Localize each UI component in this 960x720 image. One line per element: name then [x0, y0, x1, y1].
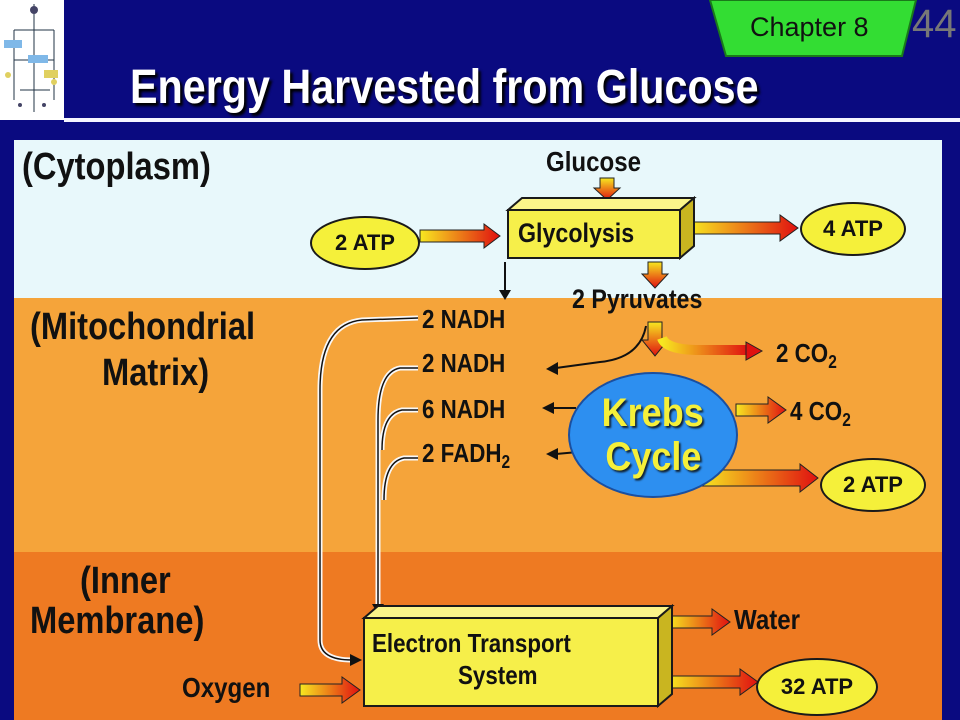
matrix-label-line2: Matrix) [102, 352, 210, 394]
arrow-ets-atp [667, 668, 759, 696]
ets-label-line1: Electron Transport [372, 628, 571, 658]
connector-fadh [381, 455, 418, 501]
arrow-pyruvates-co2 [657, 335, 748, 355]
krebs-line2: Cycle [604, 435, 702, 479]
chapter-tab: Chapter 8 [706, 0, 920, 58]
arrow-oxygen-ets [299, 676, 361, 704]
membrane-label-line1: (Inner [80, 560, 171, 602]
pathway-diagram-icon [0, 0, 64, 120]
co2-krebs-subscript: 2 [842, 410, 851, 431]
page-title: Energy Harvested from Glucose [130, 61, 759, 114]
atp-krebs-oval: 2 ATP [820, 458, 926, 512]
arrow-ets-water [667, 608, 731, 636]
atp-glycolysis-label: 4 ATP [823, 216, 883, 241]
oxygen-label: Oxygen [182, 672, 271, 703]
ets-label-line2: System [458, 660, 538, 690]
nadh-6-label: 6 NADH [422, 394, 506, 424]
glycolysis-label: Glycolysis [518, 218, 635, 248]
atp-glycolysis-oval: 4 ATP [800, 202, 906, 256]
page-number: 44 [912, 2, 957, 46]
krebs-line1: Krebs [601, 391, 705, 435]
matrix-region [14, 298, 942, 552]
arrow-krebs-co2 [735, 396, 787, 424]
krebs-cycle-oval: Krebs Cycle [568, 372, 738, 498]
fadh2-prefix: 2 FADH [422, 438, 502, 468]
atp-input-oval: 2 ATP [310, 216, 420, 270]
arrow-glycolysis-atp [689, 214, 799, 242]
fadh2-label: 2 FADH2 [422, 438, 510, 473]
co2-pyruvate-subscript: 2 [828, 352, 837, 373]
cytoplasm-label: (Cytoplasm) [22, 146, 211, 188]
atp-input-label: 2 ATP [335, 230, 395, 255]
co2-krebs-label: 4 CO2 [790, 396, 851, 431]
arrow-pyruvates-krebs [640, 321, 670, 357]
nadh-1-label: 2 NADH [422, 304, 506, 334]
co2-pyruvate-prefix: 2 CO [776, 338, 829, 368]
fadh2-subscript: 2 [501, 452, 511, 473]
arrow-krebs-atp [699, 462, 819, 494]
atp-ets-oval: 32 ATP [756, 658, 878, 716]
co2-pyruvate-label: 2 CO2 [776, 338, 837, 373]
water-label: Water [734, 604, 801, 635]
atp-ets-label: 32 ATP [780, 674, 854, 699]
arrow-glycolysis-pyruvates [640, 261, 670, 289]
membrane-label-line2: Membrane) [30, 600, 205, 642]
glucose-label: Glucose [546, 146, 642, 177]
pyruvates-label: 2 Pyruvates [572, 284, 703, 314]
nadh-2-label: 2 NADH [422, 348, 506, 378]
cytoplasm-region [14, 140, 942, 298]
chapter-tab-label: Chapter 8 [750, 12, 869, 42]
arrow-glucose-glycolysis [592, 177, 622, 201]
matrix-label-line1: (Mitochondrial [30, 306, 256, 348]
co2-krebs-prefix: 4 CO [790, 396, 843, 426]
atp-krebs-label: 2 ATP [843, 472, 903, 497]
arrow-pyruvates-nadh [555, 325, 647, 369]
arrow-atp-glycolysis [419, 223, 501, 249]
title-underline [64, 118, 960, 122]
connector-nadh6 [379, 407, 418, 451]
